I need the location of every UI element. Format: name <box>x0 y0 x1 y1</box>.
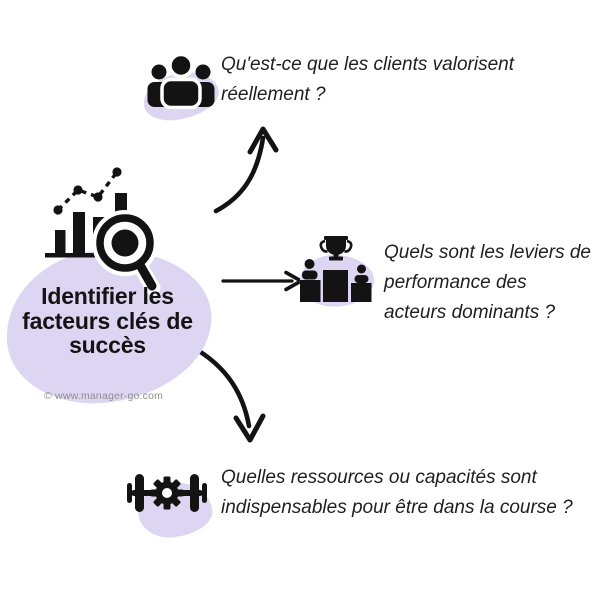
center-title: Identifier les facteurs clés de succès <box>22 283 193 358</box>
dumbbell-gear-icon <box>127 474 207 512</box>
question-dominant-actors: Quels sont les leviers de performance de… <box>384 242 591 323</box>
chart-magnifier-icon <box>45 167 161 296</box>
arrow-to-dominant-actors-icon <box>221 270 303 292</box>
people-group-icon <box>147 53 215 109</box>
credit-text: © www.manager-go.com <box>44 390 164 402</box>
arrow-to-clients-icon <box>213 126 279 214</box>
arrow-to-resources-icon <box>196 348 266 443</box>
question-clients: Qu'est-ce que les clients valorisent rée… <box>221 54 514 105</box>
podium-winners-icon <box>300 236 372 302</box>
question-resources: Quelles ressources ou capacités sont ind… <box>221 467 573 518</box>
